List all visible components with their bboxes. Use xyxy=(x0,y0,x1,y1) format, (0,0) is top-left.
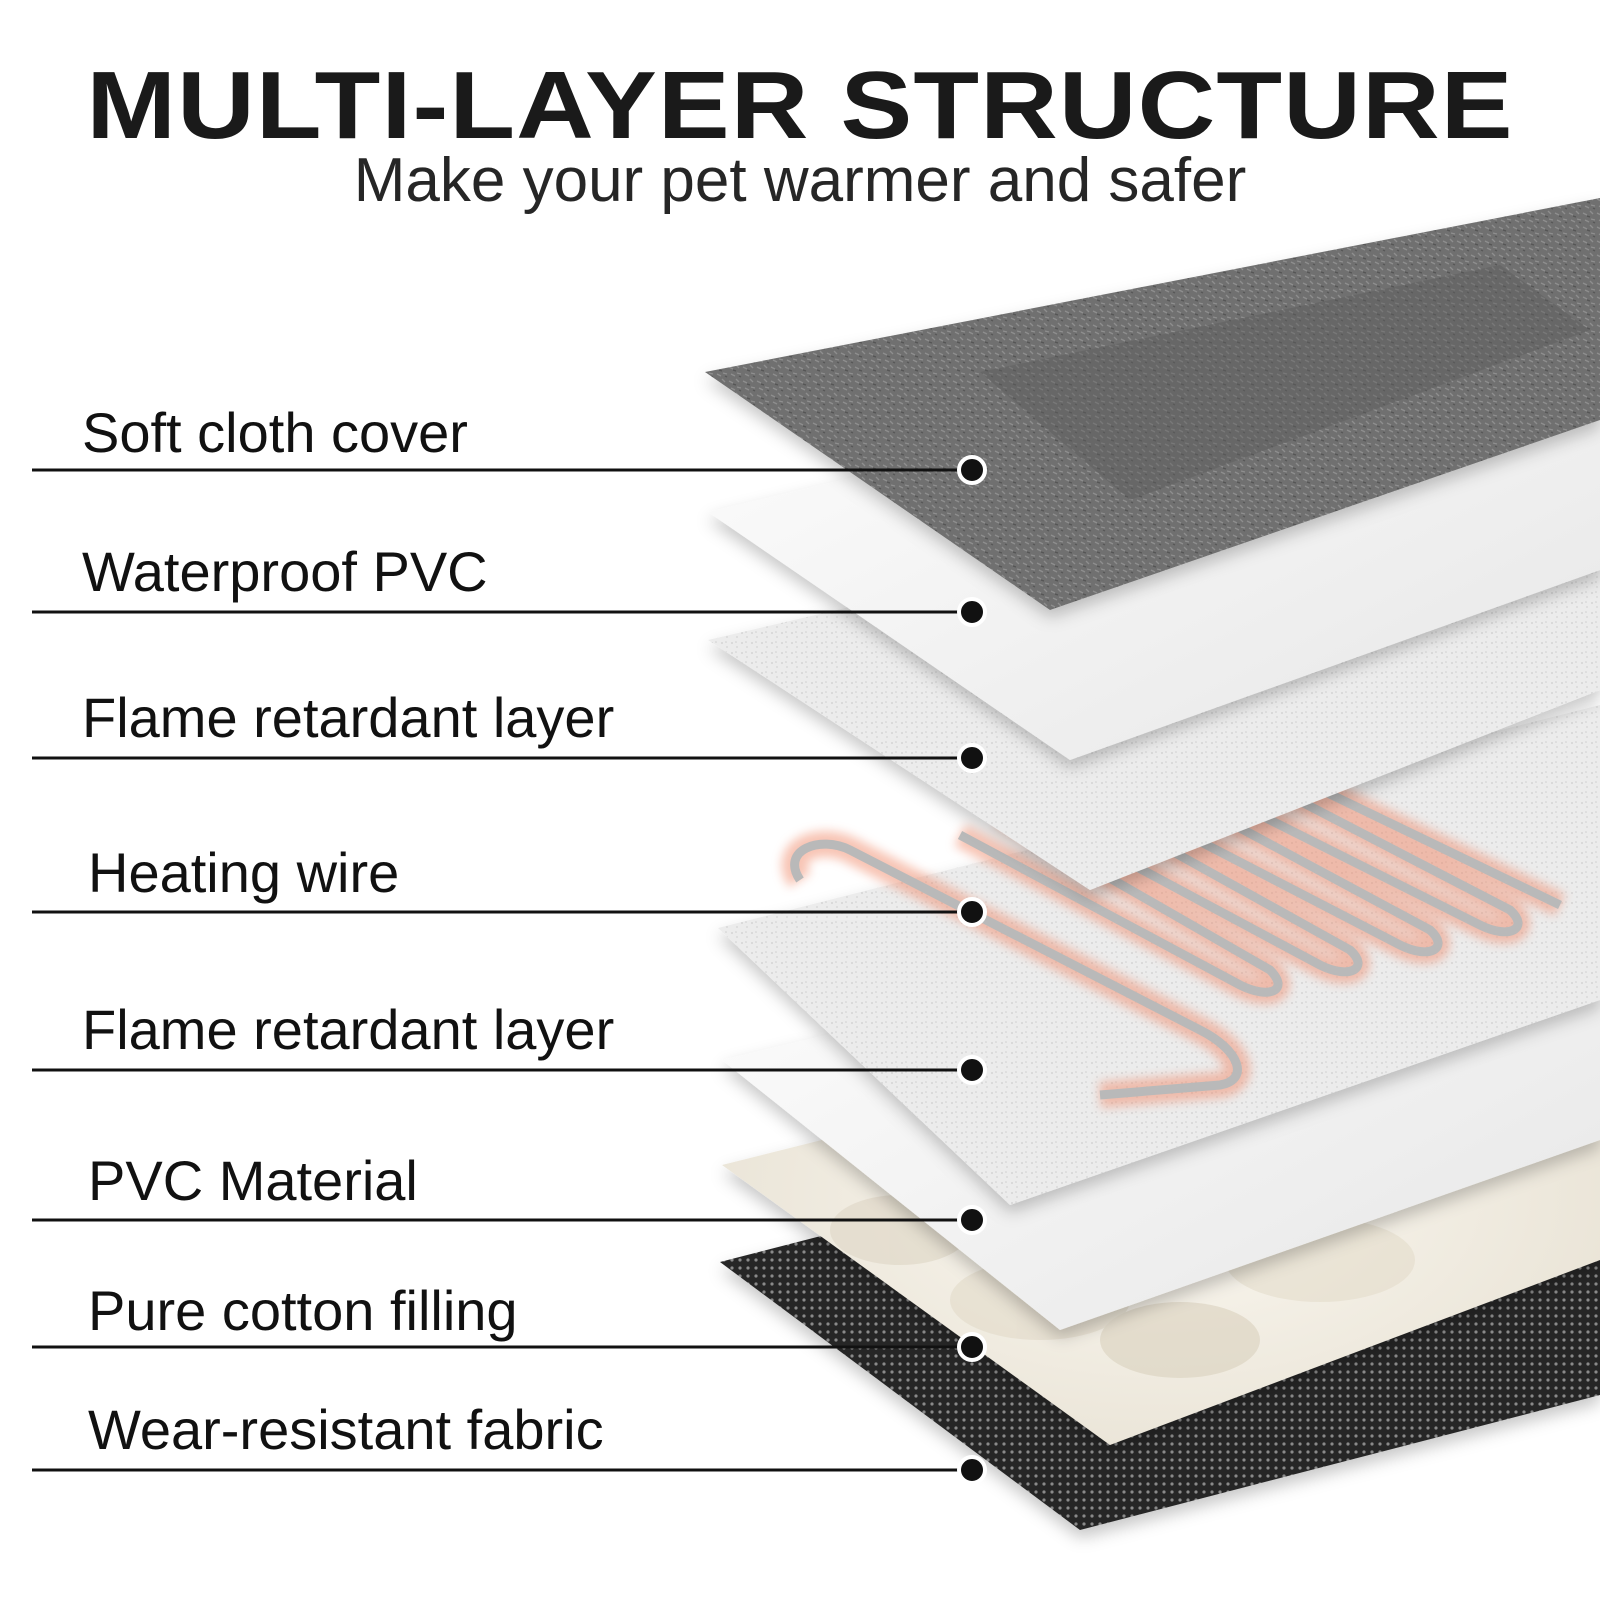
leader-dot xyxy=(957,455,987,485)
leader-dots xyxy=(957,455,987,1485)
label-pvc-material: PVC Material xyxy=(88,1149,418,1212)
label-flame-retardant-upper: Flame retardant layer xyxy=(82,686,615,749)
leader-dot xyxy=(957,1455,987,1485)
label-wear-resistant-fabric: Wear-resistant fabric xyxy=(88,1398,604,1461)
leader-dot xyxy=(957,897,987,927)
heating-wire-graphic xyxy=(781,759,1566,1108)
label-waterproof-pvc: Waterproof PVC xyxy=(82,540,488,603)
layer-soft-cloth-cover-shape xyxy=(705,198,1600,610)
leader-dot xyxy=(957,1332,987,1362)
leader-lines xyxy=(32,468,972,1472)
label-flame-retardant-lower: Flame retardant layer xyxy=(82,998,615,1061)
label-heating-wire: Heating wire xyxy=(88,841,400,904)
cover-quilt-panel xyxy=(980,265,1590,500)
label-soft-cloth-cover: Soft cloth cover xyxy=(82,401,468,464)
page-subtitle: Make your pet warmer and safer xyxy=(353,146,1247,215)
leader-dot xyxy=(957,1205,987,1235)
leader-dot xyxy=(957,1055,987,1085)
leader-dot xyxy=(957,597,987,627)
label-pure-cotton-filling: Pure cotton filling xyxy=(88,1279,518,1342)
page-title: MULTI-LAYER STRUCTURE xyxy=(86,52,1514,159)
leader-dot xyxy=(957,743,987,773)
